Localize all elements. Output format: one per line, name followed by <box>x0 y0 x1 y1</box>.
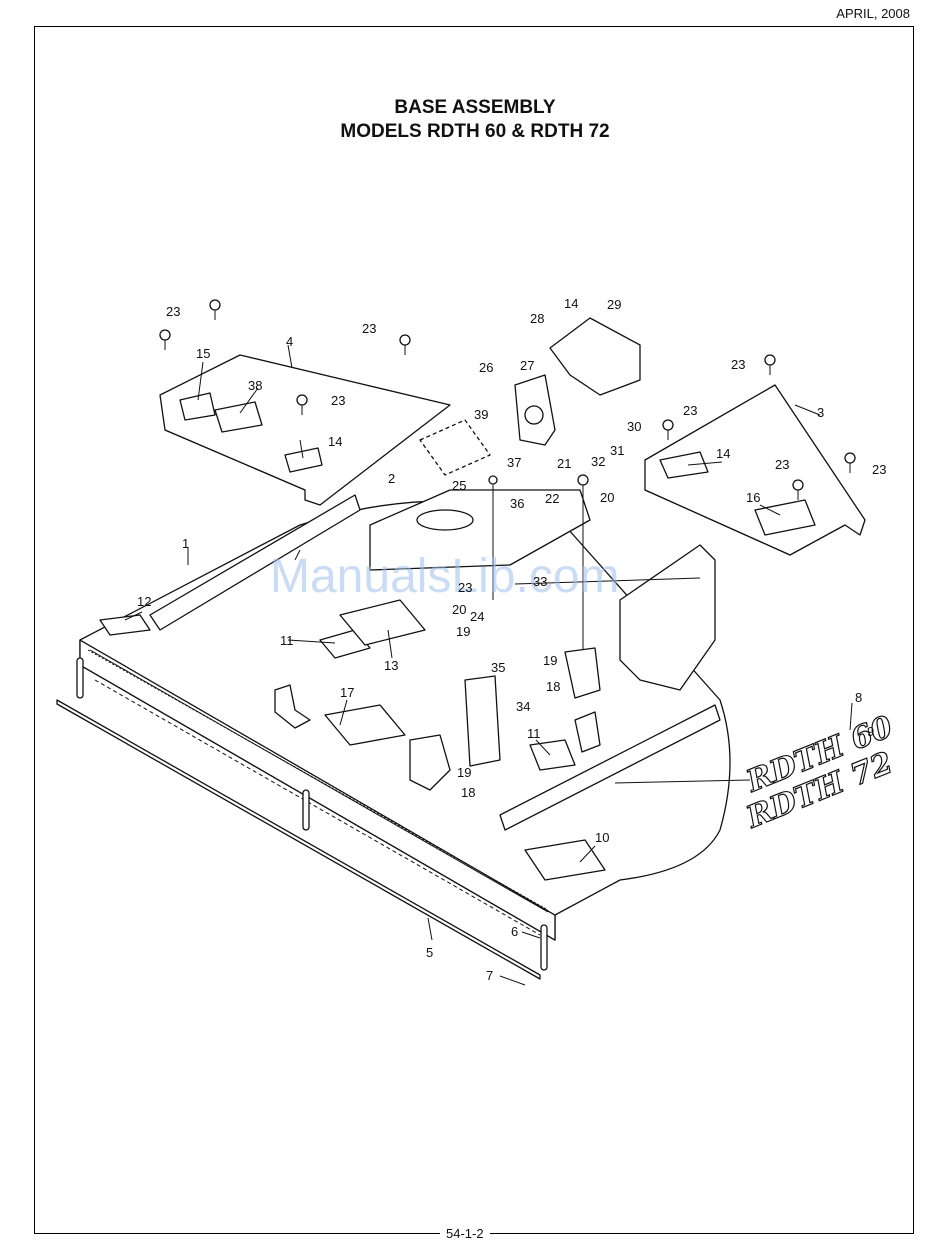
left-shield <box>160 355 450 505</box>
callout-4: 4 <box>286 334 293 349</box>
callout-6: 6 <box>511 924 518 939</box>
callout-1: 1 <box>182 536 189 551</box>
callout-19: 19 <box>543 653 557 668</box>
callout-32: 32 <box>591 454 605 469</box>
callout-34: 34 <box>516 699 530 714</box>
callout-18: 18 <box>461 785 475 800</box>
callout-23: 23 <box>775 457 789 472</box>
callout-14: 14 <box>564 296 578 311</box>
gearbox-guard <box>420 318 640 475</box>
page-number: 54-1-2 <box>440 1226 490 1241</box>
callout-11: 11 <box>527 726 541 741</box>
callout-23: 23 <box>362 321 376 336</box>
callout-15: 15 <box>196 346 210 361</box>
callout-28: 28 <box>530 311 544 326</box>
callout-33: 33 <box>533 574 547 589</box>
callout-23: 23 <box>872 462 886 477</box>
callout-10: 10 <box>595 830 609 845</box>
callout-25: 25 <box>452 478 466 493</box>
callout-20: 20 <box>452 602 466 617</box>
callout-36: 36 <box>510 496 524 511</box>
watermark: ManualsLib.com <box>270 550 620 603</box>
callout-8: 8 <box>855 690 862 705</box>
callout-35: 35 <box>491 660 505 675</box>
callout-23: 23 <box>731 357 745 372</box>
callout-22: 22 <box>545 491 559 506</box>
callout-11: 11 <box>280 633 294 648</box>
callout-20: 20 <box>600 490 614 505</box>
callout-19: 19 <box>456 624 470 639</box>
callout-19: 19 <box>457 765 471 780</box>
callout-24: 24 <box>470 609 484 624</box>
callout-39: 39 <box>474 407 488 422</box>
callout-30: 30 <box>627 419 641 434</box>
callout-12: 12 <box>137 594 151 609</box>
callout-5: 5 <box>426 945 433 960</box>
callout-13: 13 <box>384 658 398 673</box>
callout-7: 7 <box>486 968 493 983</box>
callout-21: 21 <box>557 456 571 471</box>
callout-38: 38 <box>248 378 262 393</box>
callout-23: 23 <box>331 393 345 408</box>
callout-17: 17 <box>340 685 354 700</box>
callout-18: 18 <box>546 679 560 694</box>
callout-14: 14 <box>716 446 730 461</box>
callout-37: 37 <box>507 455 521 470</box>
callout-9: 9 <box>867 724 874 739</box>
callout-27: 27 <box>520 358 534 373</box>
callout-3: 3 <box>817 405 824 420</box>
callout-29: 29 <box>607 297 621 312</box>
callout-26: 26 <box>479 360 493 375</box>
callout-31: 31 <box>610 443 624 458</box>
callout-23: 23 <box>458 580 472 595</box>
right-shield <box>645 385 865 555</box>
callout-14: 14 <box>328 434 342 449</box>
callout-23: 23 <box>683 403 697 418</box>
callout-23: 23 <box>166 304 180 319</box>
callout-16: 16 <box>746 490 760 505</box>
callout-2: 2 <box>388 471 395 486</box>
